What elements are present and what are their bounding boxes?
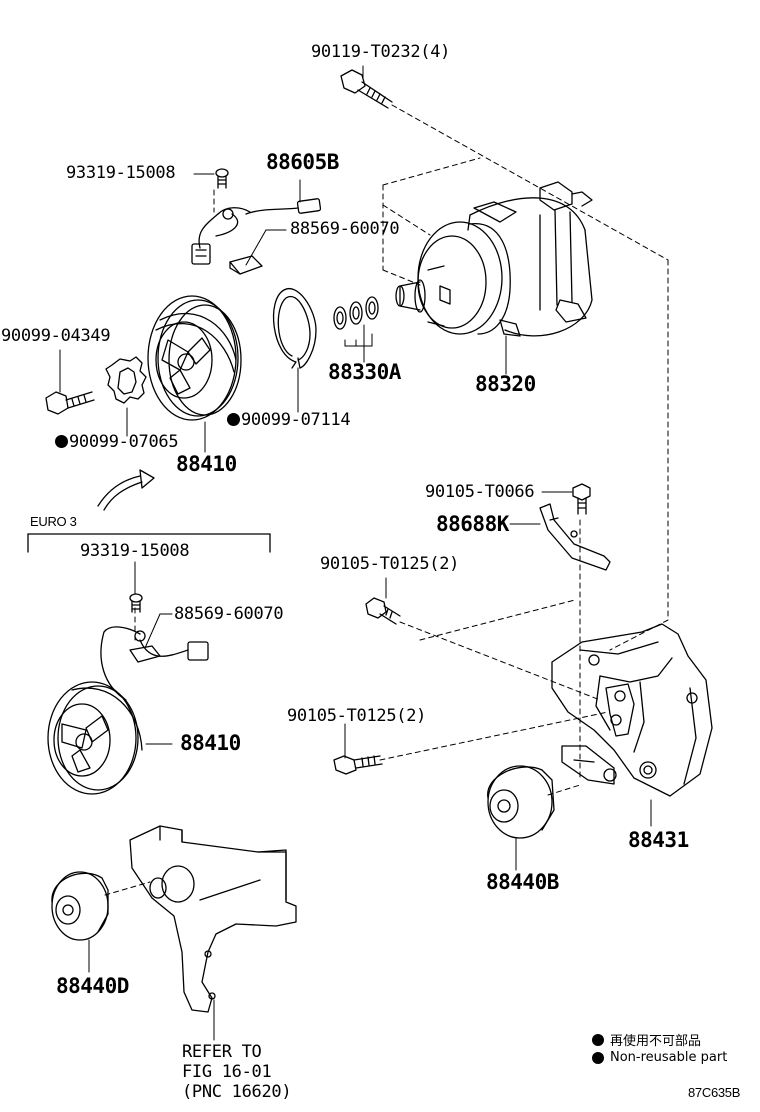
shims-icon [333,296,379,330]
euro-engine-bracket-icon [129,825,297,1013]
bracket-small-icon [539,503,611,571]
bolt-top-icon [340,69,393,109]
label-snap-ring: 90099-07114 [227,412,351,429]
washer-icon [105,356,147,404]
label-clip-top: 88569-60070 [290,219,400,239]
label-shim-set: 88330A [328,360,401,384]
legend-jp-text: 再使用不可部品 [610,1034,702,1049]
bracket-main-icon [551,623,713,797]
label-pulley-top: 88410 [176,452,237,476]
legend-en-text: Non-reusable part [610,1050,728,1065]
snap-ring-icon [272,287,317,369]
clip-top-icon [229,255,263,275]
label-idler-b: 88440B [486,870,559,894]
label-compressor: 88320 [475,372,536,396]
screw-top-icon [215,168,229,189]
label-pulley-euro: 88410 [180,731,241,755]
idler-b-icon [487,765,555,839]
label-bolt-bracket-small: 90105-T0066 [425,482,535,502]
bolt-bracket-small-icon [572,483,591,515]
non-reusable-marker [227,413,240,426]
label-bracket-small: 88688K [436,512,509,536]
non-reusable-legend-dot [592,1033,604,1046]
figure-code: 87C635B [688,1085,741,1100]
dashed-assembly-lines [104,104,669,896]
harness-euro-icon [100,626,209,701]
label-idler-d: 88440D [56,974,129,998]
label-screw-top: 93319-15008 [66,163,176,183]
label-screw-euro: 93319-15008 [80,541,190,561]
screw-euro-icon [129,593,143,613]
label-washer: 90099-07065 [55,434,179,451]
label-bolt-lower: 90105-T0125(2) [287,706,427,726]
label-clip-euro: 88569-60070 [174,604,284,624]
legend-japanese: 再使用不可部品 [592,1030,701,1049]
label-euro-3: EURO 3 [30,514,77,529]
label-bolt-top: 90119-T0232(4) [311,42,451,62]
bolt-mid-icon [365,597,401,625]
non-reusable-marker [55,435,68,448]
label-refer-to: REFER TO FIG 16-01 (PNC 16620) [182,1042,292,1102]
pulley-top-icon [147,295,242,421]
harness-top-icon [191,198,322,265]
pulley-euro-icon [47,681,143,795]
euro-bracket-line [27,533,271,553]
bolt-left-icon [45,391,95,415]
bolt-lower-icon [333,755,383,775]
label-bolt-mid: 90105-T0125(2) [320,554,460,574]
arrow-icon [97,469,155,511]
legend-english: Non-reusable part [592,1050,727,1065]
label-bolt-left: 90099-04349 [1,326,111,346]
non-reusable-legend-dot [592,1051,604,1064]
idler-d-icon [51,871,109,941]
leader-lines [59,65,652,1041]
compressor-icon [395,181,593,337]
label-bracket-main: 88431 [628,828,689,852]
label-harness-top: 88605B [266,150,339,174]
